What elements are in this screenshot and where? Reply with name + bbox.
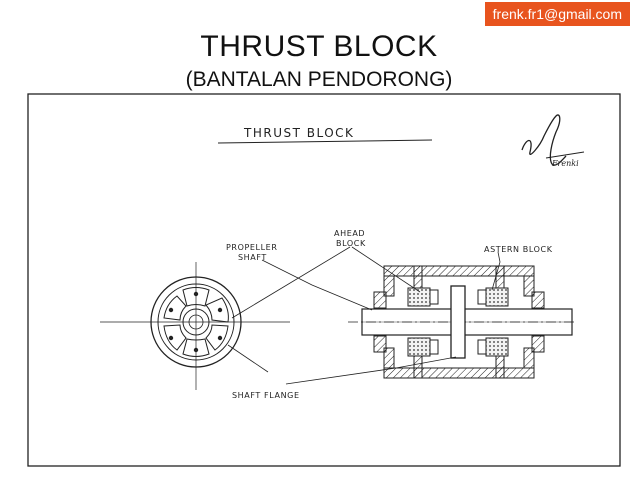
label-shaft-flange: SHAFT FLANGE [232,391,300,400]
annotation-leaders [227,246,501,385]
label-astern-block: ASTERN BLOCK [484,245,553,254]
thrust-block-section-view [348,265,575,379]
shaft-flange-front-view [100,262,290,390]
slide-subtitle: (BANTALAN PENDORONG) [185,68,453,91]
label-propeller-shaft-line2: SHAFT [238,253,267,262]
label-ahead-block-line1: AHEAD [334,229,365,238]
drawing-heading: THRUST BLOCK [243,126,354,140]
label-propeller-shaft-line1: PROPELLER [226,243,278,252]
email-badge: frenk.fr1@gmail.com [484,2,630,26]
svg-text:Frenki: Frenki [551,159,579,168]
slide-title: THRUST BLOCK [200,30,438,63]
label-ahead-block-line2: BLOCK [336,239,366,248]
signature-image: Frenki [521,114,585,168]
paper-border [27,93,621,467]
heading-underline [217,139,433,144]
